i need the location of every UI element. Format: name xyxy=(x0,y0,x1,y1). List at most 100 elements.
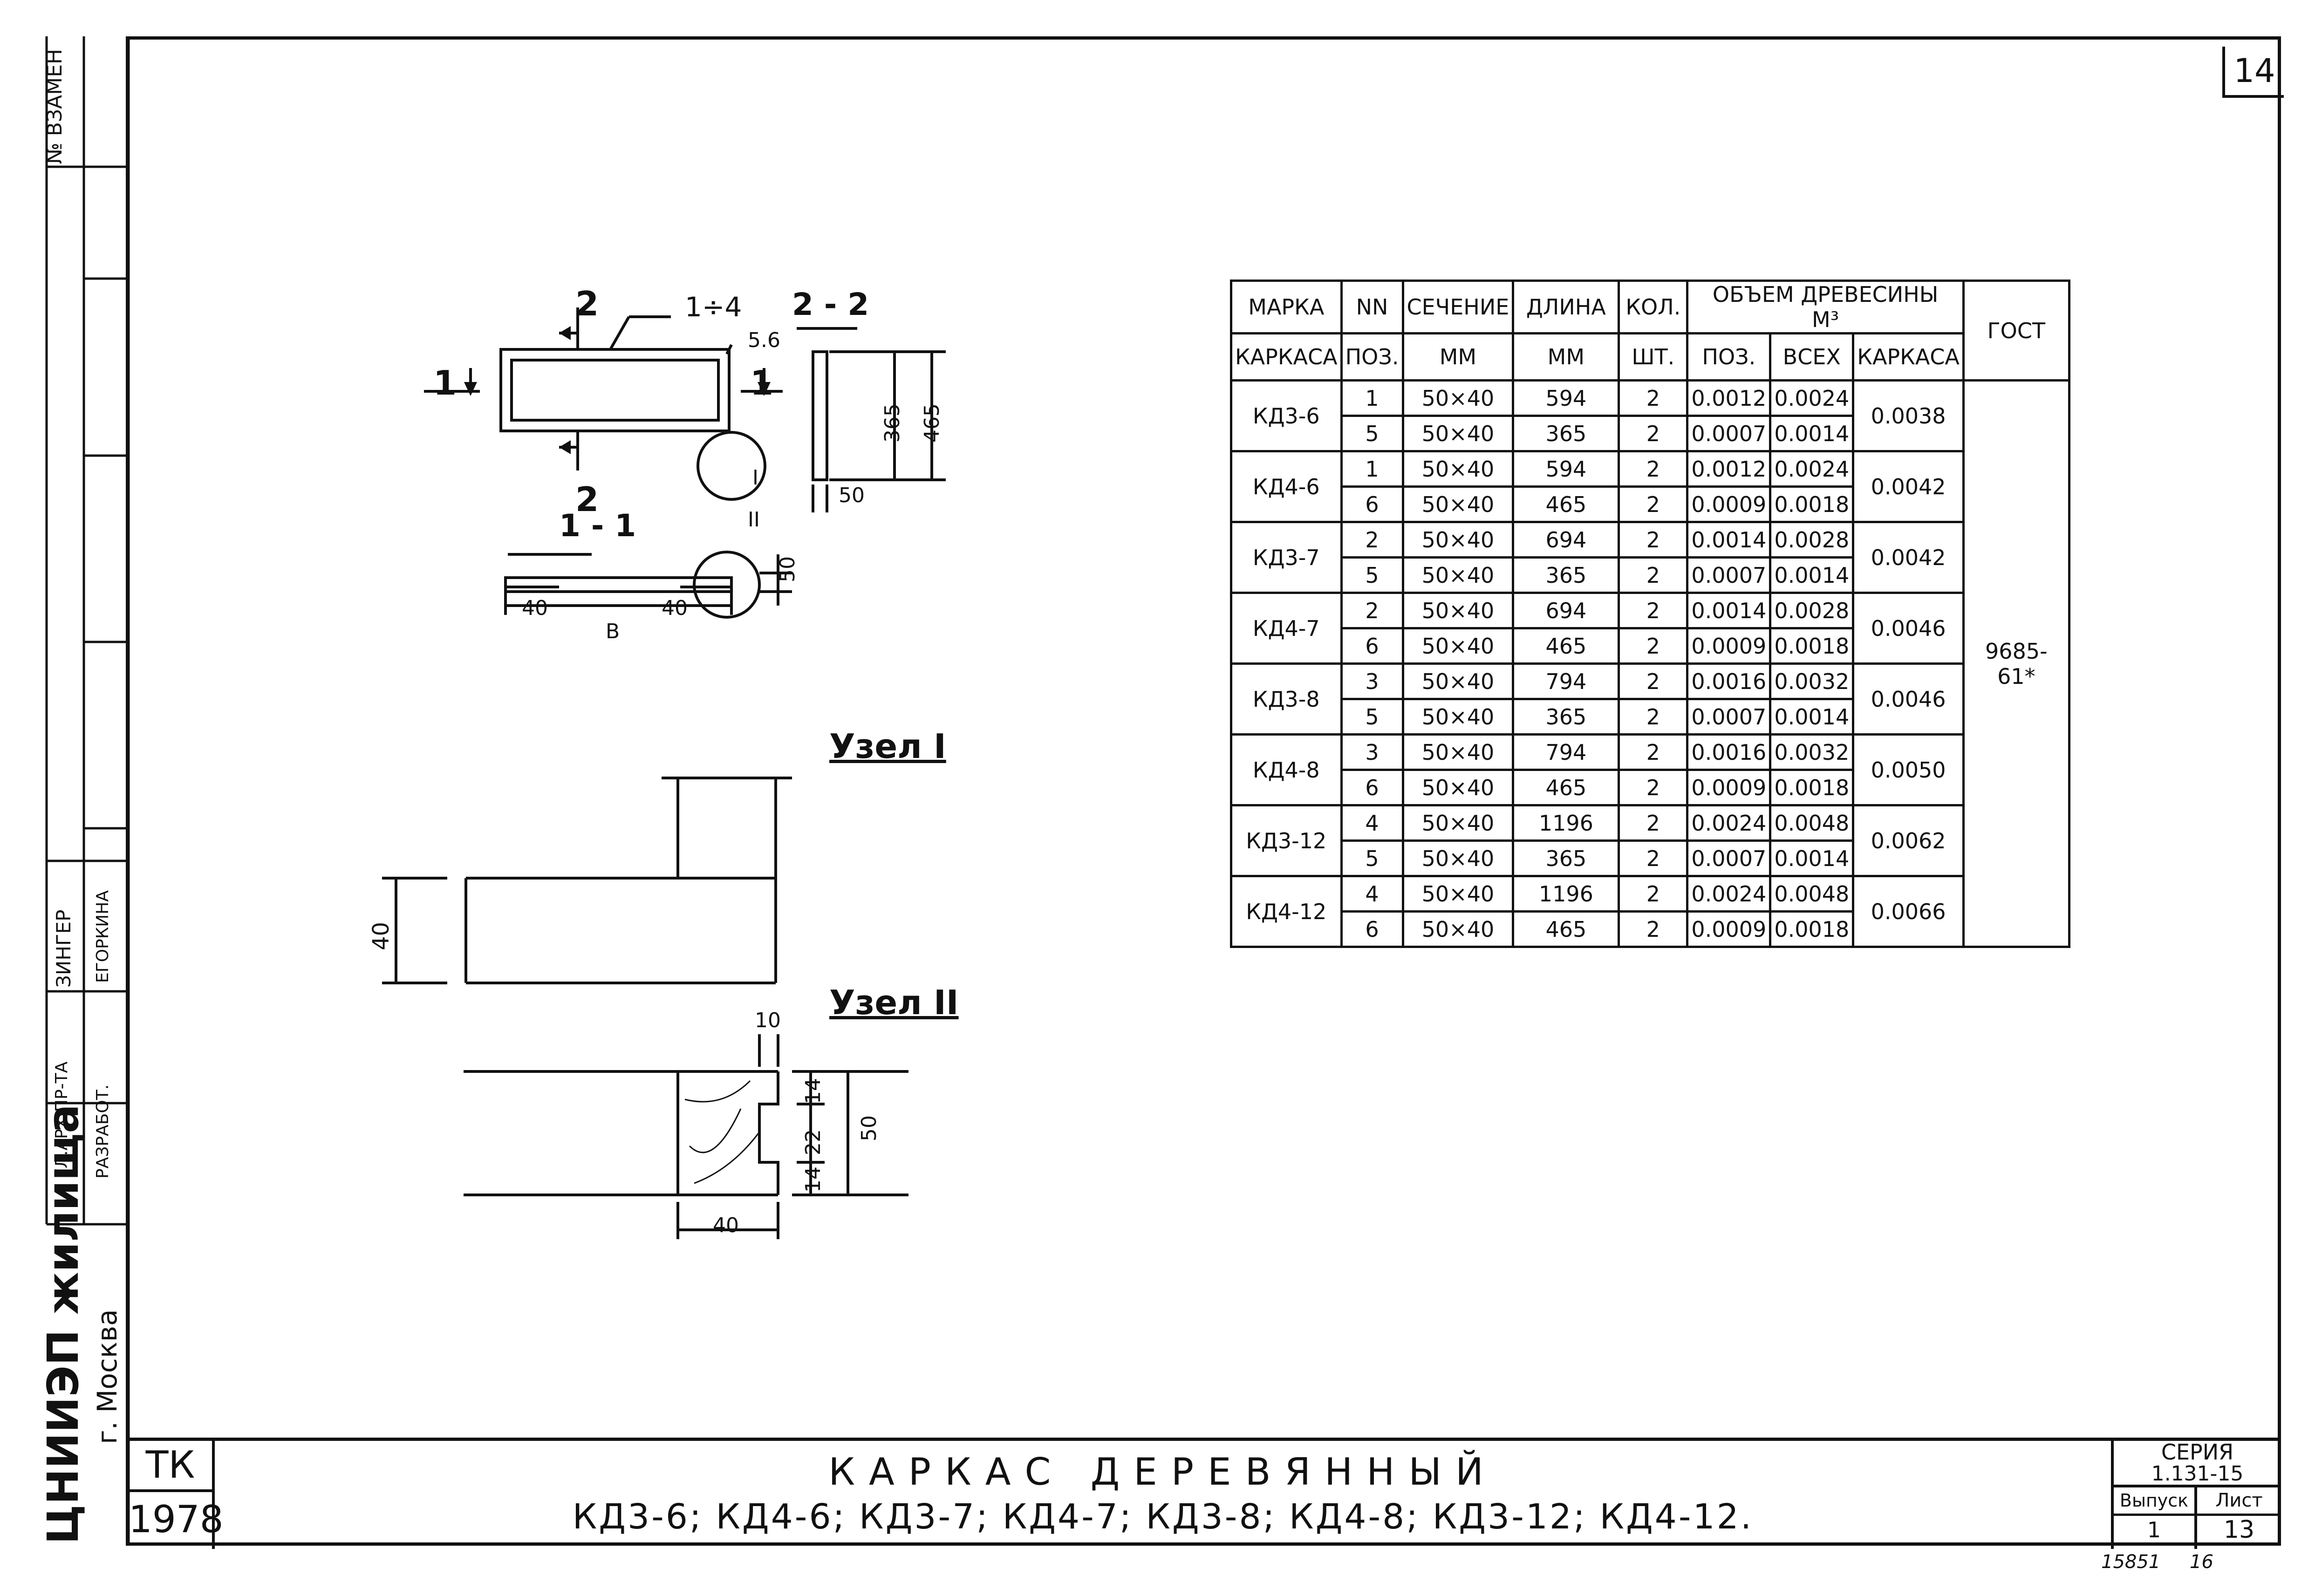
table-cell: 0.0048 xyxy=(1769,875,1855,913)
table-cell: 0.0014 xyxy=(1769,839,1855,877)
footer-number-left: 15851 xyxy=(2101,1551,2161,1573)
table-cell: 0.0032 xyxy=(1769,733,1855,771)
replaced-label: № ВЗАМЕН xyxy=(43,48,67,164)
table-cell: 1196 xyxy=(1512,875,1620,913)
table-cell: 2 xyxy=(1618,698,1689,736)
table-cell: 0.0009 xyxy=(1686,910,1772,948)
table-cell: 0.0009 xyxy=(1686,627,1772,665)
dim-40-right: 40 xyxy=(662,596,688,620)
table-cell: КД3-12 xyxy=(1230,804,1343,877)
col-length: ДЛИНА xyxy=(1512,280,1620,334)
table-cell: 0.0046 xyxy=(1852,662,1965,736)
series-value: 1.131-15 xyxy=(2151,1462,2244,1486)
city-label: г. Москва xyxy=(91,1309,123,1444)
table-cell: 6 xyxy=(1340,627,1404,665)
table-cell: 50×40 xyxy=(1401,627,1515,665)
table-cell: 1 xyxy=(1340,379,1404,417)
section-2-2-title: 2 - 2 xyxy=(792,286,869,322)
table-cell: 50×40 xyxy=(1401,415,1515,452)
table-cell: 0.0038 xyxy=(1852,379,1965,452)
table-cell: КД4-6 xyxy=(1230,450,1343,523)
table-cell: 2 xyxy=(1618,379,1689,417)
table-cell: 0.0042 xyxy=(1852,450,1965,523)
table-cell: 50×40 xyxy=(1401,698,1515,736)
table-cell: 0.0050 xyxy=(1852,733,1965,806)
table-cell: 0.0009 xyxy=(1686,769,1772,806)
gost-value: 9685-61* xyxy=(1962,379,2070,948)
sheet-value: 13 xyxy=(2223,1516,2255,1544)
node-i-ref: I xyxy=(752,466,758,490)
dim-b: В xyxy=(606,620,620,643)
table-cell: 0.0014 xyxy=(1769,415,1855,452)
table-cell: КД3-8 xyxy=(1230,662,1343,736)
table-cell: 0.0014 xyxy=(1769,556,1855,594)
table-cell: 0.0042 xyxy=(1852,521,1965,594)
table-cell: 2 xyxy=(1618,521,1689,559)
dim-40-left: 40 xyxy=(522,596,548,620)
table-cell: 365 xyxy=(1512,556,1620,594)
dim-465: 465 xyxy=(920,403,944,443)
side-strip-lines xyxy=(45,36,130,1546)
table-cell: 1 xyxy=(1340,450,1404,488)
table-cell: 2 xyxy=(1618,662,1689,700)
table-cell: 3 xyxy=(1340,662,1404,700)
table-cell: 2 xyxy=(1618,910,1689,948)
table-cell: 0.0007 xyxy=(1686,698,1772,736)
table-cell: 0.0018 xyxy=(1769,910,1855,948)
table-cell: 50×40 xyxy=(1401,839,1515,877)
node-i-drawing xyxy=(382,777,792,984)
col-gost: ГОСТ xyxy=(1962,280,2070,382)
node-ii-drawing xyxy=(464,1034,908,1239)
table-cell: 0.0066 xyxy=(1852,875,1965,948)
table-cell: 0.0024 xyxy=(1769,450,1855,488)
col-mark-sub: КАРКАСА xyxy=(1230,332,1343,382)
table-cell: 2 xyxy=(1618,485,1689,523)
table-cell: 6 xyxy=(1340,769,1404,806)
section-1-1-title: 1 - 1 xyxy=(559,508,636,544)
table-cell: 365 xyxy=(1512,698,1620,736)
section-2-top-mark: 2 xyxy=(575,284,599,323)
col-mark: МАРКА xyxy=(1230,280,1343,334)
table-cell: 4 xyxy=(1340,875,1404,913)
footer-number-right: 16 xyxy=(2190,1551,2213,1573)
node-i-dim-40: 40 xyxy=(368,921,394,950)
table-cell: 2 xyxy=(1618,592,1689,629)
table-cell: 1196 xyxy=(1512,804,1620,842)
table-cell: 0.0048 xyxy=(1769,804,1855,842)
table-cell: 465 xyxy=(1512,627,1620,665)
table-cell: 0.0046 xyxy=(1852,592,1965,665)
table-cell: 3 xyxy=(1340,733,1404,771)
issue-label: Выпуск xyxy=(2114,1487,2194,1516)
frame-plan-drawing xyxy=(424,307,946,619)
table-cell: 50×40 xyxy=(1401,662,1515,700)
table-cell: 694 xyxy=(1512,521,1620,559)
table-cell: 6 xyxy=(1340,485,1404,523)
table-cell: 794 xyxy=(1512,662,1620,700)
specification-table: МАРКА NN СЕЧЕНИЕ ДЛИНА КОЛ. ОБЪЕМ ДРЕВЕС… xyxy=(1230,280,2070,948)
table-cell: 365 xyxy=(1512,839,1620,877)
dim-5-6: 5.6 xyxy=(748,328,780,352)
col-qty-unit: ШТ. xyxy=(1618,332,1689,382)
col-length-unit: ММ xyxy=(1512,332,1620,382)
table-cell: 694 xyxy=(1512,592,1620,629)
table-cell: 0.0024 xyxy=(1769,379,1855,417)
drawing-title: КАРКАС ДЕРЕВЯННЫЙ xyxy=(828,1450,1497,1494)
table-cell: 2 xyxy=(1340,592,1404,629)
table-cell: 2 xyxy=(1618,839,1689,877)
table-cell: 50×40 xyxy=(1401,485,1515,523)
issue-value: 1 xyxy=(2147,1517,2161,1542)
table-cell: 0.0016 xyxy=(1686,662,1772,700)
drawing-subtitle: КД3-6; КД4-6; КД3-7; КД4-7; КД3-8; КД4-8… xyxy=(572,1497,1754,1537)
sheet-number: 14 xyxy=(2222,47,2284,98)
table-cell: 0.0014 xyxy=(1686,592,1772,629)
